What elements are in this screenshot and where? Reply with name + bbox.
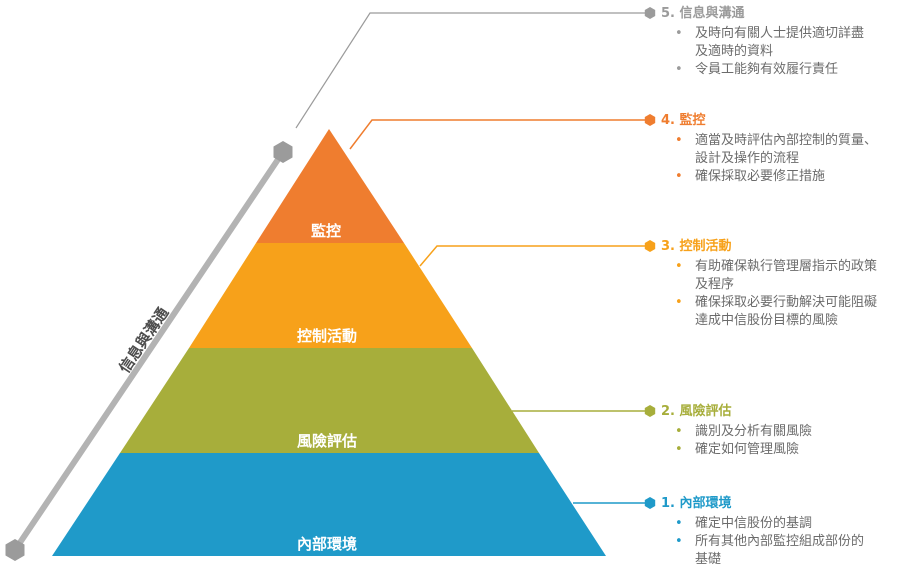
pyramid-layer-risk [120,348,539,453]
hexagon-marker-info [644,7,656,19]
pyramid-layer-control [189,243,472,348]
legend-title-monitoring: 4. 監控 [661,113,706,128]
pyramid-layer-monitoring [256,129,404,243]
legend-title-info: 5. 信息與溝通 [661,6,745,21]
legend-bullets-environment: •確定中信股份的基調 •所有其他內部監控組成部份的 基礎 [661,515,864,569]
info-axis-bottom-hexagon [5,539,25,561]
pyramid-label-monitoring: 監控 [311,222,341,240]
legend-title-control: 3. 控制活動 [661,239,732,254]
pyramid-label-control: 控制活動 [297,327,357,345]
legend-title-environment: 1. 內部環境 [661,496,732,511]
legend-item-environment: 1. 內部環境 •確定中信股份的基調 •所有其他內部監控組成部份的 基礎 [661,495,864,569]
legend-bullet: •有助確保執行管理層指示的政策 及程序 [675,259,878,292]
pyramid-label-risk: 風險評估 [297,432,357,450]
legend-bullet: •所有其他內部監控組成部份的 基礎 [675,534,865,567]
legend-bullet: •確保採取必要修正措施 [675,169,826,184]
legend-bullet: •適當及時評估內部控制的質量、 設計及操作的流程 [675,133,878,166]
hexagon-marker-risk [644,405,656,417]
legend-item-risk: 2. 風險評估 •識別及分析有關風險 •確定如何管理風險 [661,403,812,459]
legend-item-info: 5. 信息與溝通 •及時向有關人士提供適切詳盡 及適時的資料 •令員工能夠有效履… [661,5,864,79]
connector-control [419,245,650,267]
info-axis-top-hexagon [273,141,293,163]
connector-info [295,12,650,129]
legend-bullet: •令員工能夠有效履行責任 [675,62,839,77]
info-axis-label: 信息與溝通 [115,304,172,376]
hexagon-marker-control [644,240,656,252]
pyramid-layer-environment [52,453,606,556]
info-axis-bar [12,149,286,553]
hexagon-marker-monitoring [644,114,656,126]
legend-item-monitoring: 4. 監控 •適當及時評估內部控制的質量、 設計及操作的流程 •確保採取必要修正… [661,112,877,186]
connector-monitoring [349,119,650,150]
pyramid-label-environment: 內部環境 [297,535,357,553]
legend-bullets-info: •及時向有關人士提供適切詳盡 及適時的資料 •令員工能夠有效履行責任 [661,25,864,79]
legend-bullets-control: •有助確保執行管理層指示的政策 及程序 •確保採取必要行動解決可能阻礙 達成中信… [661,258,877,330]
legend-title-risk: 2. 風險評估 [661,404,732,419]
legend-bullet: •及時向有關人士提供適切詳盡 及適時的資料 [675,26,865,59]
legend-bullet: •確定中信股份的基調 [675,516,813,531]
legend-bullets-monitoring: •適當及時評估內部控制的質量、 設計及操作的流程 •確保採取必要修正措施 [661,132,877,186]
legend-bullet: •確保採取必要行動解決可能阻礙 達成中信股份目標的風險 [675,295,878,328]
legend-bullet: •確定如何管理風險 [675,442,800,457]
legend-bullet: •識別及分析有關風險 [675,424,813,439]
legend-item-control: 3. 控制活動 •有助確保執行管理層指示的政策 及程序 •確保採取必要行動解決可… [661,238,877,330]
hexagon-marker-environment [644,497,656,509]
legend-bullets-risk: •識別及分析有關風險 •確定如何管理風險 [661,423,812,459]
